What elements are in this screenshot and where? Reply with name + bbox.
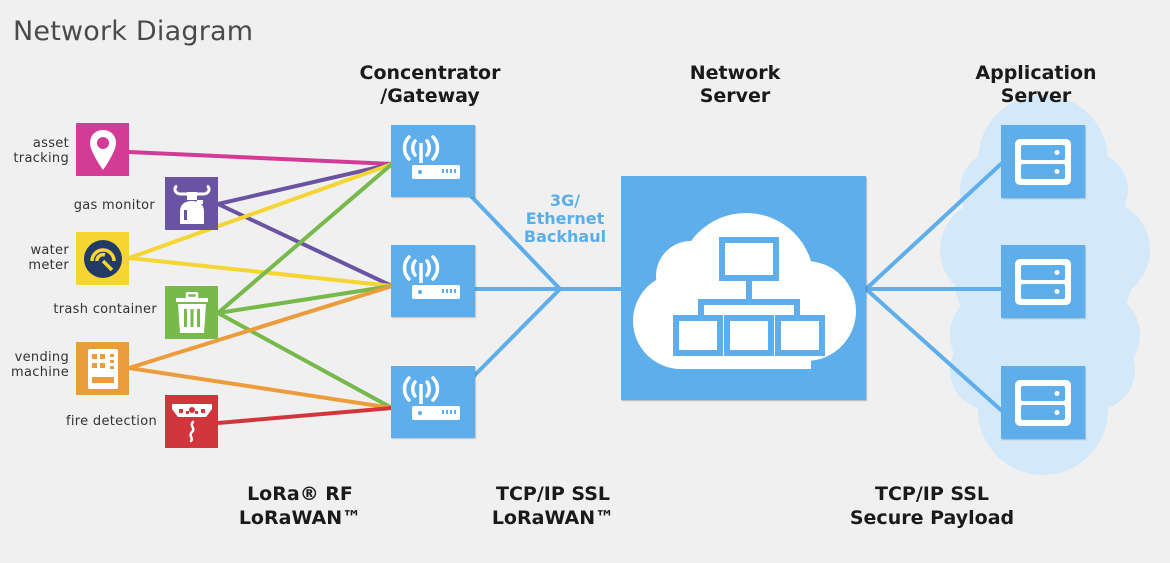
column-heading-gateway: Concentrator /Gateway — [345, 62, 515, 108]
heading-line: Server — [699, 85, 771, 107]
label-line: asset — [32, 136, 69, 151]
device-label-fire-detection: fire detection — [0, 414, 157, 429]
cloud-network-hierarchy-icon — [633, 213, 856, 369]
gateway-2[interactable] — [391, 245, 475, 317]
app-link-3 — [864, 287, 1004, 413]
app-server-links — [864, 161, 1004, 413]
label-line: gas monitor — [73, 198, 155, 213]
page-title: Network Diagram — [13, 16, 254, 47]
trash-can-icon — [175, 291, 208, 333]
link-trash-container-to-gateway-3 — [217, 311, 393, 410]
link-water-meter-to-gateway-1 — [128, 162, 393, 260]
label-line: water — [30, 243, 69, 258]
label-line: machine — [11, 365, 69, 380]
label-line: 3G/ — [549, 191, 581, 210]
gauge-icon — [83, 239, 122, 278]
heading-line: Application — [975, 62, 1097, 84]
label-line: Secure Payload — [849, 507, 1015, 529]
backhaul-links — [468, 193, 622, 382]
device-label-water-meter: water meter — [0, 243, 69, 273]
link-gas-monitor-to-gateway-1 — [217, 162, 393, 206]
wireless-router-icon — [402, 135, 460, 179]
device-fire-detection[interactable] — [165, 395, 218, 448]
heading-line: Concentrator — [359, 62, 501, 84]
app-server-2[interactable] — [1001, 245, 1085, 318]
link-trash-container-to-gateway-1 — [216, 162, 394, 315]
backhaul-link-gateway-1 — [468, 193, 562, 291]
device-trash-container[interactable] — [165, 286, 218, 339]
backhaul-label: 3G/ Ethernet Backhaul — [505, 192, 625, 246]
device-gas-monitor[interactable] — [165, 177, 218, 230]
link-trash-container-to-gateway-2 — [217, 284, 393, 315]
map-pin-icon — [89, 129, 116, 170]
column-heading-application-server: Application Server — [951, 62, 1121, 108]
device-asset-tracking[interactable] — [76, 123, 129, 176]
label-line: TCP/IP SSL — [875, 483, 989, 505]
label-line: Ethernet — [525, 209, 605, 228]
device-gateway-links — [128, 150, 394, 425]
device-label-vending-machine: vending machine — [0, 350, 69, 380]
wireless-router-icon — [402, 255, 460, 299]
label-line: LoRaWAN™ — [238, 507, 362, 529]
device-label-gas-monitor: gas monitor — [0, 198, 155, 213]
protocol-label-backhaul: TCP/IP SSL LoRaWAN™ — [458, 482, 648, 530]
device-label-asset-tracking: asset tracking — [0, 136, 69, 166]
server-icon — [1015, 380, 1071, 426]
wireless-router-icon — [402, 376, 460, 420]
smoke-detector-icon — [171, 403, 212, 442]
heading-line: Server — [1000, 85, 1072, 107]
app-server-1[interactable] — [1001, 125, 1085, 198]
link-fire-detection-to-gateway-3 — [217, 406, 393, 425]
label-line: LoRa® RF — [247, 483, 353, 505]
link-asset-tracking-to-gateway-1 — [128, 150, 393, 166]
device-label-trash-container: trash container — [0, 302, 157, 317]
link-vending-machine-to-gateway-3 — [128, 366, 393, 410]
label-line: TCP/IP SSL — [496, 483, 610, 505]
device-vending-machine[interactable] — [76, 342, 129, 395]
link-vending-machine-to-gateway-2 — [128, 284, 393, 370]
label-line: fire detection — [66, 414, 157, 429]
network-server[interactable] — [621, 176, 866, 400]
column-heading-network-server: Network Server — [650, 62, 820, 108]
backhaul-link-gateway-3 — [468, 287, 562, 382]
protocol-label-application: TCP/IP SSL Secure Payload — [822, 482, 1042, 530]
heading-line: Network — [689, 62, 781, 84]
heading-line: /Gateway — [380, 85, 480, 107]
device-water-meter[interactable] — [76, 232, 129, 285]
app-link-1 — [864, 161, 1004, 291]
link-water-meter-to-gateway-2 — [128, 256, 393, 288]
app-server-3[interactable] — [1001, 366, 1085, 439]
label-line: LoRaWAN™ — [491, 507, 615, 529]
vending-machine-icon — [87, 348, 118, 389]
gateway-1[interactable] — [391, 125, 475, 197]
server-icon — [1015, 259, 1071, 305]
label-line: meter — [28, 258, 69, 273]
label-line: Backhaul — [523, 227, 607, 246]
server-icon — [1015, 139, 1071, 185]
gateway-3[interactable] — [391, 366, 475, 438]
gas-canister-icon — [172, 184, 211, 224]
protocol-label-lora: LoRa® RF LoRaWAN™ — [205, 482, 395, 530]
label-line: vending — [14, 350, 69, 365]
label-line: tracking — [13, 151, 69, 166]
label-line: trash container — [53, 302, 157, 317]
